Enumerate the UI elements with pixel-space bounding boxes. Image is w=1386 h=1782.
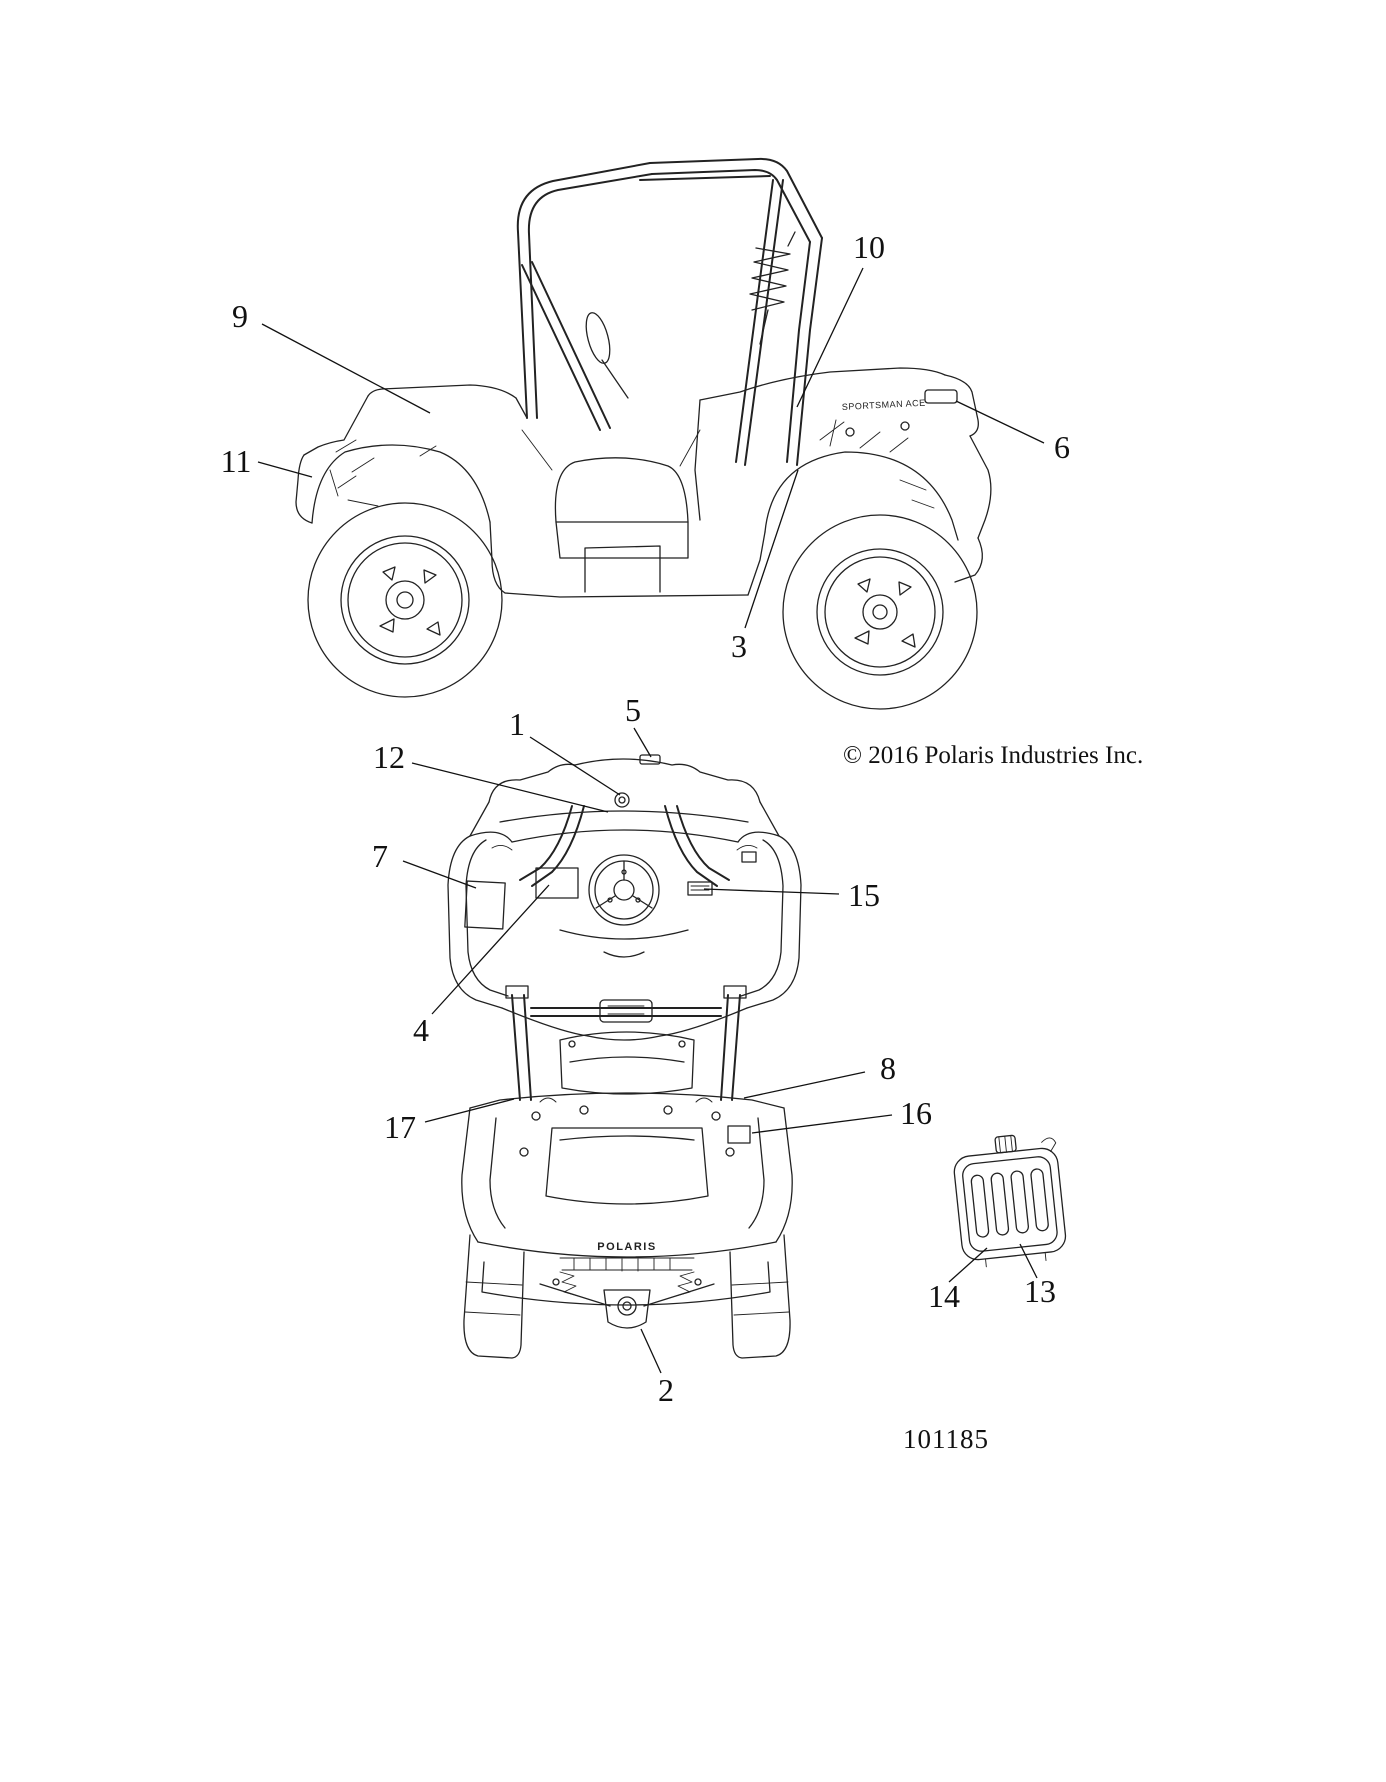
- rear-hitch: [539, 1271, 715, 1329]
- callout-9: 9: [232, 298, 248, 334]
- callout-3: 3: [731, 628, 747, 664]
- radiator-slot: [1010, 1170, 1029, 1234]
- model-decal-text: SPORTSMAN ACE: [842, 398, 926, 412]
- dash-bracket: [741, 851, 757, 863]
- front-lower-cowl: [501, 929, 748, 1041]
- copyright-text: © 2016 Polaris Industries Inc.: [843, 742, 1144, 769]
- callout-leader-16: [751, 1114, 893, 1134]
- callout-11: 11: [221, 443, 252, 479]
- brand-decal-text: POLARIS: [597, 1241, 656, 1253]
- figure-number: 101185: [903, 1424, 989, 1454]
- callout-leader-1: [529, 736, 621, 796]
- radiator-slot: [970, 1174, 990, 1238]
- callout-layer: 9 10 11 6 3 5 1 12 7 15 4 816 17 14 13 2: [221, 229, 1070, 1408]
- callout-leader-15: [703, 888, 840, 895]
- rear-cage-tubes: [511, 994, 741, 1101]
- radiator-part: [953, 1134, 1067, 1268]
- steering-wheel-icon: [588, 854, 660, 926]
- rear-left-wheel-icon: [463, 1234, 525, 1359]
- front-right-fender: [736, 831, 802, 1009]
- side-rear-wheel-icon: [782, 514, 978, 710]
- callout-15: 15: [848, 877, 880, 913]
- callout-13: 13: [1024, 1273, 1056, 1309]
- callout-leader-14: [948, 1247, 988, 1283]
- dash-decal-4: [535, 867, 579, 899]
- callout-10: 10: [853, 229, 885, 265]
- side-view: SPORTSMAN ACE: [295, 157, 992, 710]
- callout-leader-12: [411, 762, 609, 813]
- front-left-fender: [447, 831, 513, 1009]
- callout-leader-10: [796, 267, 864, 408]
- callout-14: 14: [928, 1278, 960, 1314]
- side-rear-shock-icon: [749, 231, 796, 345]
- box-decal-16: [727, 1125, 751, 1144]
- callout-17: 17: [384, 1109, 416, 1145]
- radiator-slot: [990, 1172, 1010, 1236]
- callout-7: 7: [372, 838, 388, 874]
- rear-view: POLARIS: [461, 985, 793, 1359]
- taillight-decal: [924, 389, 958, 404]
- front-view: [447, 754, 802, 1041]
- dash-decal-15: [687, 881, 713, 896]
- callout-leader-7: [402, 860, 477, 889]
- callout-8: 8: [880, 1050, 896, 1086]
- rear-cage-brackets: [505, 985, 747, 1023]
- front-dash-decals: [464, 851, 757, 930]
- callout-1: 1: [509, 706, 525, 742]
- callout-leader-5: [633, 727, 652, 758]
- callout-leader-3: [744, 469, 799, 629]
- callout-leader-17: [424, 1098, 515, 1123]
- rear-bumper: [477, 1241, 777, 1306]
- callout-5: 5: [625, 692, 641, 728]
- callout-2: 2: [658, 1372, 674, 1408]
- callout-leader-6: [955, 400, 1045, 444]
- callout-leader-4: [431, 884, 550, 1015]
- callout-leader-13: [1019, 1243, 1038, 1279]
- callout-12: 12: [373, 739, 405, 775]
- rear-box: [461, 1092, 793, 1243]
- side-roll-cage: [516, 157, 823, 466]
- side-body-rear: [694, 367, 992, 596]
- side-front-wheel-icon: [307, 502, 503, 698]
- side-cab: [521, 312, 701, 593]
- callout-leader-8: [743, 1071, 866, 1099]
- callout-16: 16: [900, 1095, 932, 1131]
- hood-cap-decal: [614, 792, 630, 808]
- callout-leader-11: [257, 461, 313, 478]
- callout-leader-9: [261, 323, 431, 414]
- callout-6: 6: [1054, 429, 1070, 465]
- front-hood: [469, 754, 780, 843]
- callout-leader-2: [640, 1328, 662, 1374]
- radiator-slot: [1030, 1168, 1049, 1232]
- rear-seat-back: [559, 1031, 695, 1095]
- callout-4: 4: [413, 1012, 429, 1048]
- side-body-front: [295, 384, 749, 598]
- rear-right-wheel-icon: [729, 1234, 791, 1359]
- fender-decal-7: [464, 880, 506, 930]
